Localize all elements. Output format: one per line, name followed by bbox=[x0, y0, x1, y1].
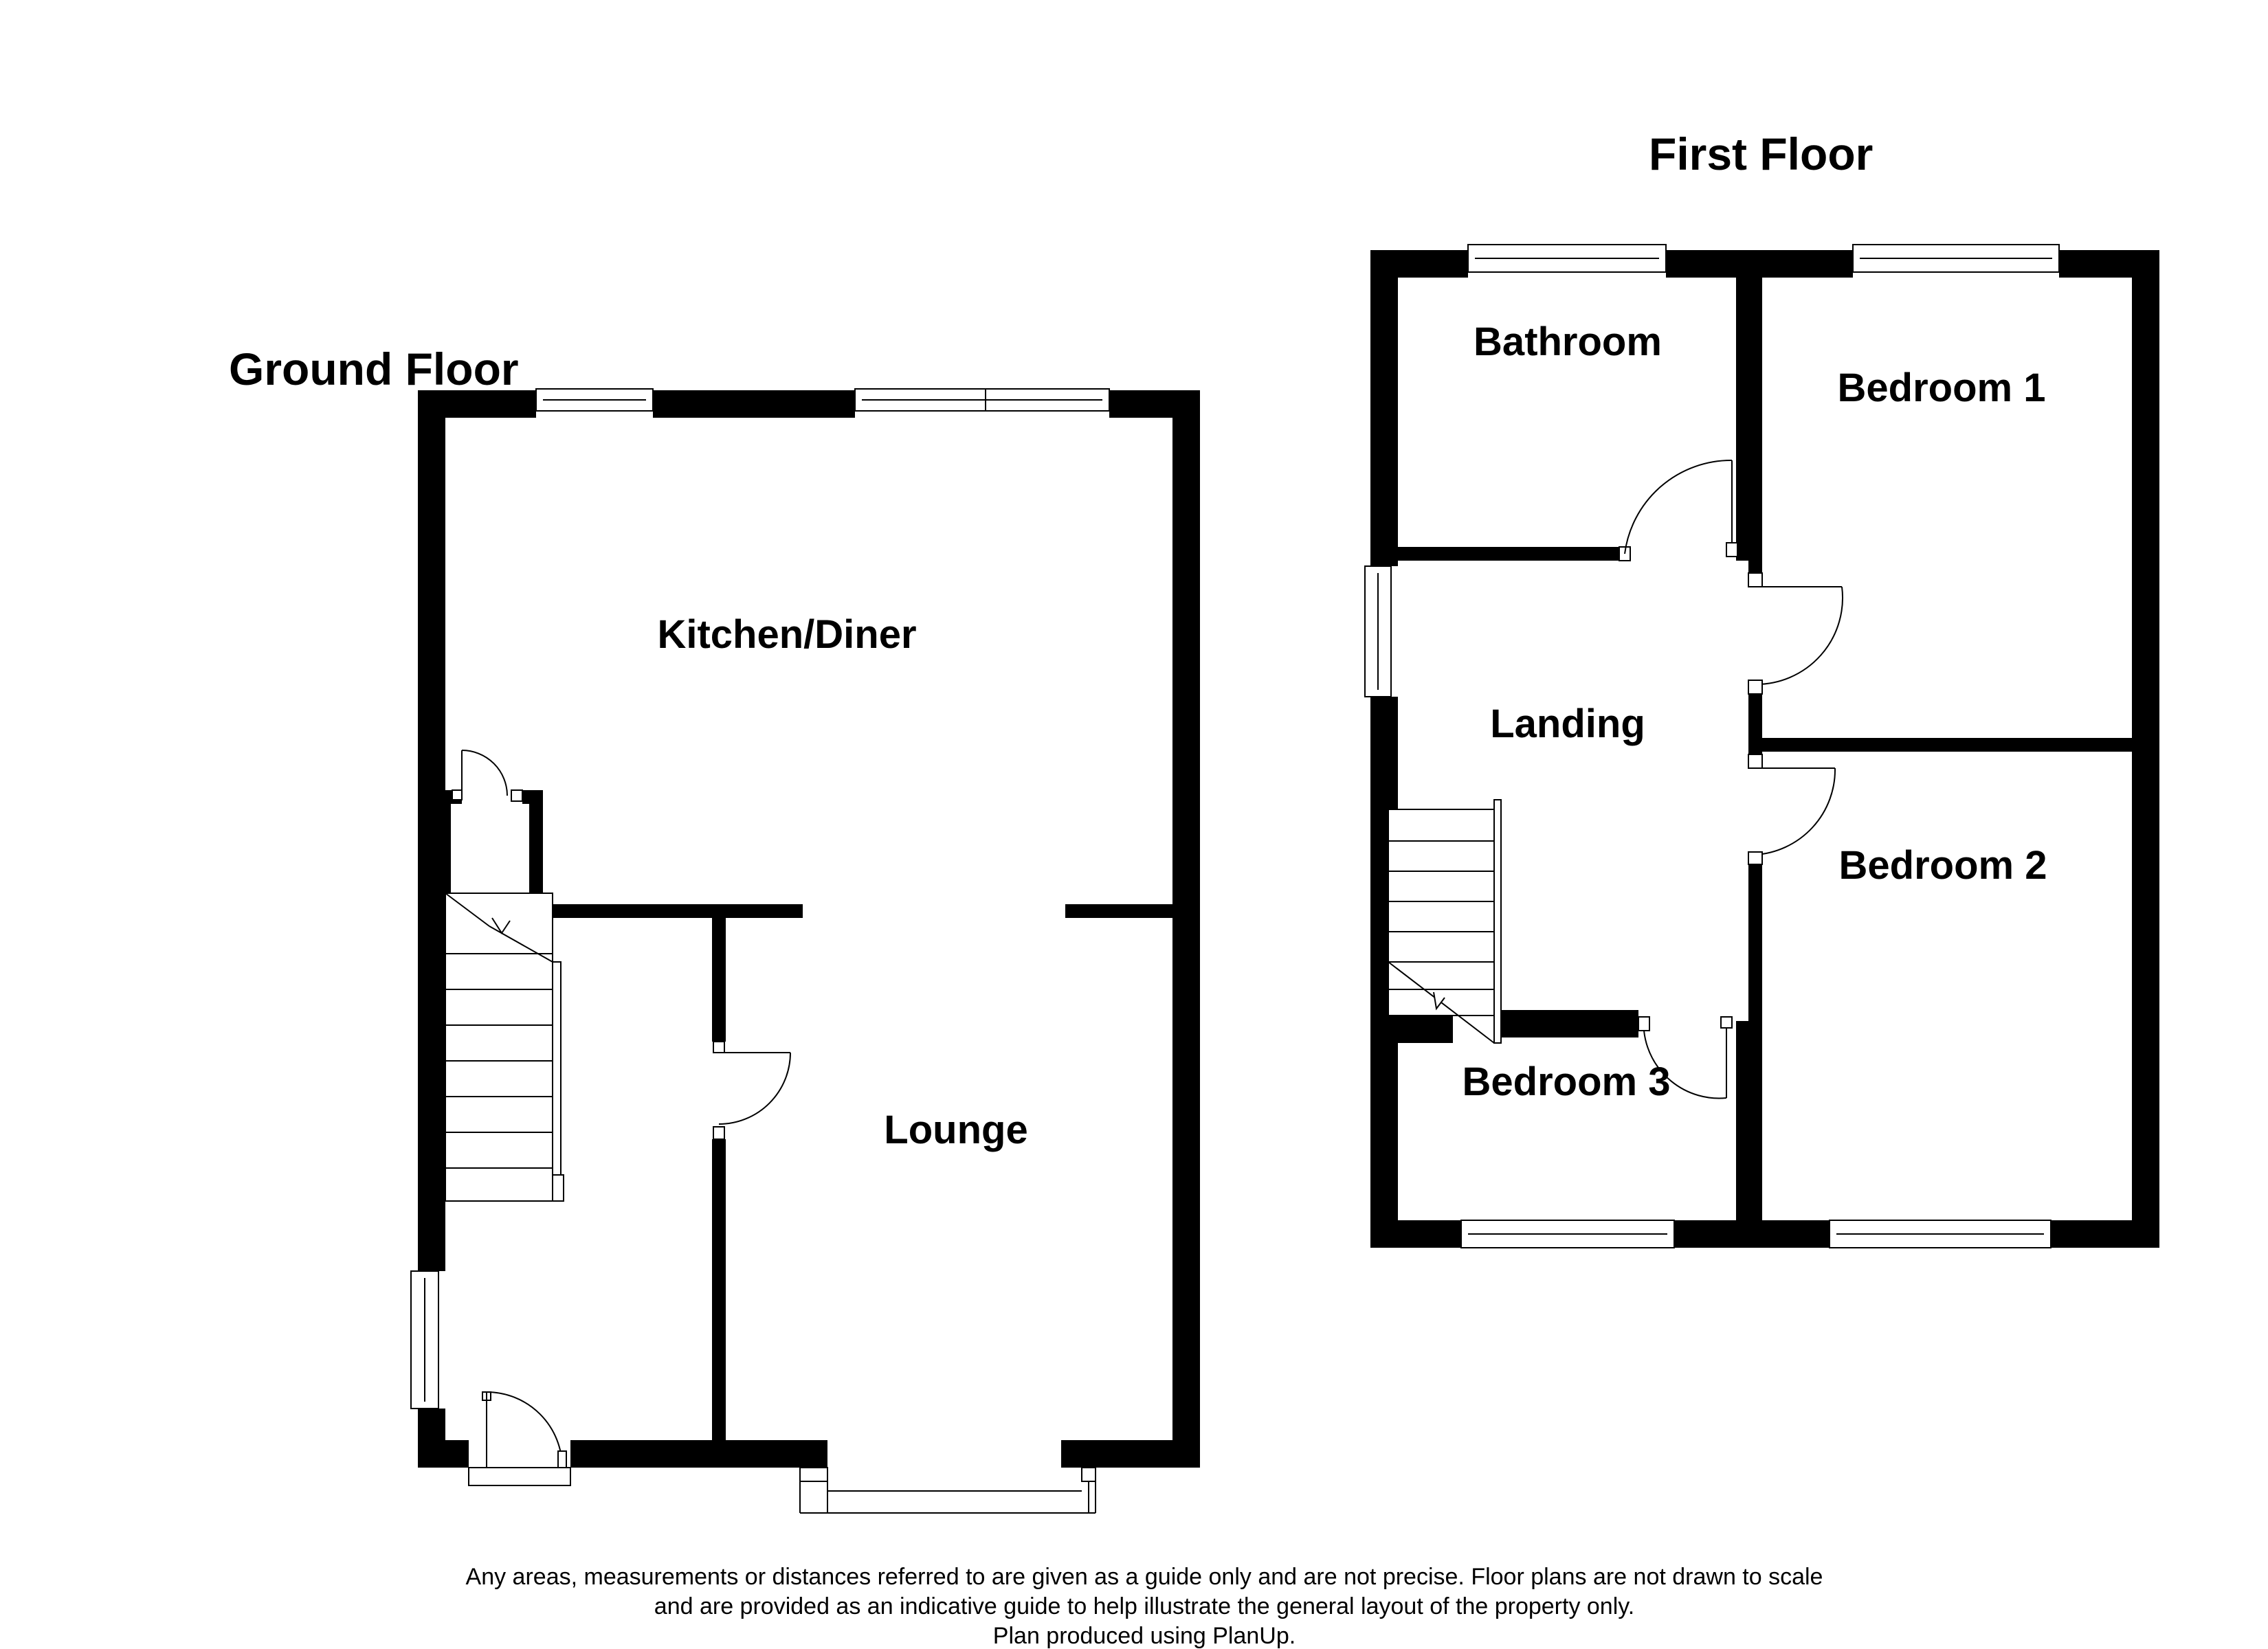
first-floor-staircase bbox=[1388, 799, 1502, 1044]
ground-floor-staircase bbox=[445, 893, 564, 1202]
bedroom-3-door bbox=[1638, 1016, 1733, 1099]
front-door bbox=[468, 1391, 571, 1486]
first-floor-title: First Floor bbox=[1649, 128, 1873, 179]
bedroom-1-window bbox=[1852, 244, 2060, 273]
cupboard-door bbox=[452, 750, 523, 802]
disclaimer: Any areas, measurements or distances ref… bbox=[466, 1564, 1823, 1649]
ground-floor-title: Ground Floor bbox=[229, 344, 519, 394]
room-label-bedroom-2: Bedroom 2 bbox=[1839, 843, 2047, 888]
first-floor-plan: First Floor bbox=[1364, 128, 2159, 1248]
kitchen-rear-window bbox=[535, 388, 654, 412]
bathroom-window bbox=[1467, 244, 1667, 273]
bedroom-2-door bbox=[1748, 754, 1836, 865]
bedroom-3-window bbox=[1460, 1220, 1675, 1248]
room-label-bedroom-3: Bedroom 3 bbox=[1463, 1059, 1671, 1104]
lounge-bay-window bbox=[799, 1467, 1096, 1514]
room-label-bedroom-1: Bedroom 1 bbox=[1838, 366, 2046, 410]
ground-floor-doors bbox=[452, 750, 791, 1486]
bedroom-2-window bbox=[1829, 1220, 2052, 1248]
ground-floor-walls bbox=[418, 390, 1200, 1468]
first-floor-windows bbox=[1364, 244, 2060, 1248]
kitchen-patio-window bbox=[854, 388, 1110, 412]
room-label-lounge: Lounge bbox=[884, 1108, 1027, 1152]
disclaimer-line-3: Plan produced using PlanUp. bbox=[993, 1623, 1296, 1649]
hall-side-window bbox=[410, 1270, 439, 1409]
ground-floor-plan: Ground Floor bbox=[229, 344, 1200, 1514]
lounge-door bbox=[713, 1041, 791, 1140]
room-label-kitchen-diner: Kitchen/Diner bbox=[657, 612, 916, 657]
first-floor-doors bbox=[1619, 459, 1843, 1099]
bedroom-1-door bbox=[1748, 572, 1843, 695]
ground-floor-windows bbox=[410, 388, 1110, 1514]
disclaimer-line-2: and are provided as an indicative guide … bbox=[654, 1593, 1634, 1619]
disclaimer-line-1: Any areas, measurements or distances ref… bbox=[466, 1564, 1823, 1590]
room-label-landing: Landing bbox=[1490, 702, 1645, 746]
room-label-bathroom: Bathroom bbox=[1474, 319, 1662, 364]
bathroom-door bbox=[1619, 459, 1738, 561]
landing-window bbox=[1364, 565, 1392, 697]
